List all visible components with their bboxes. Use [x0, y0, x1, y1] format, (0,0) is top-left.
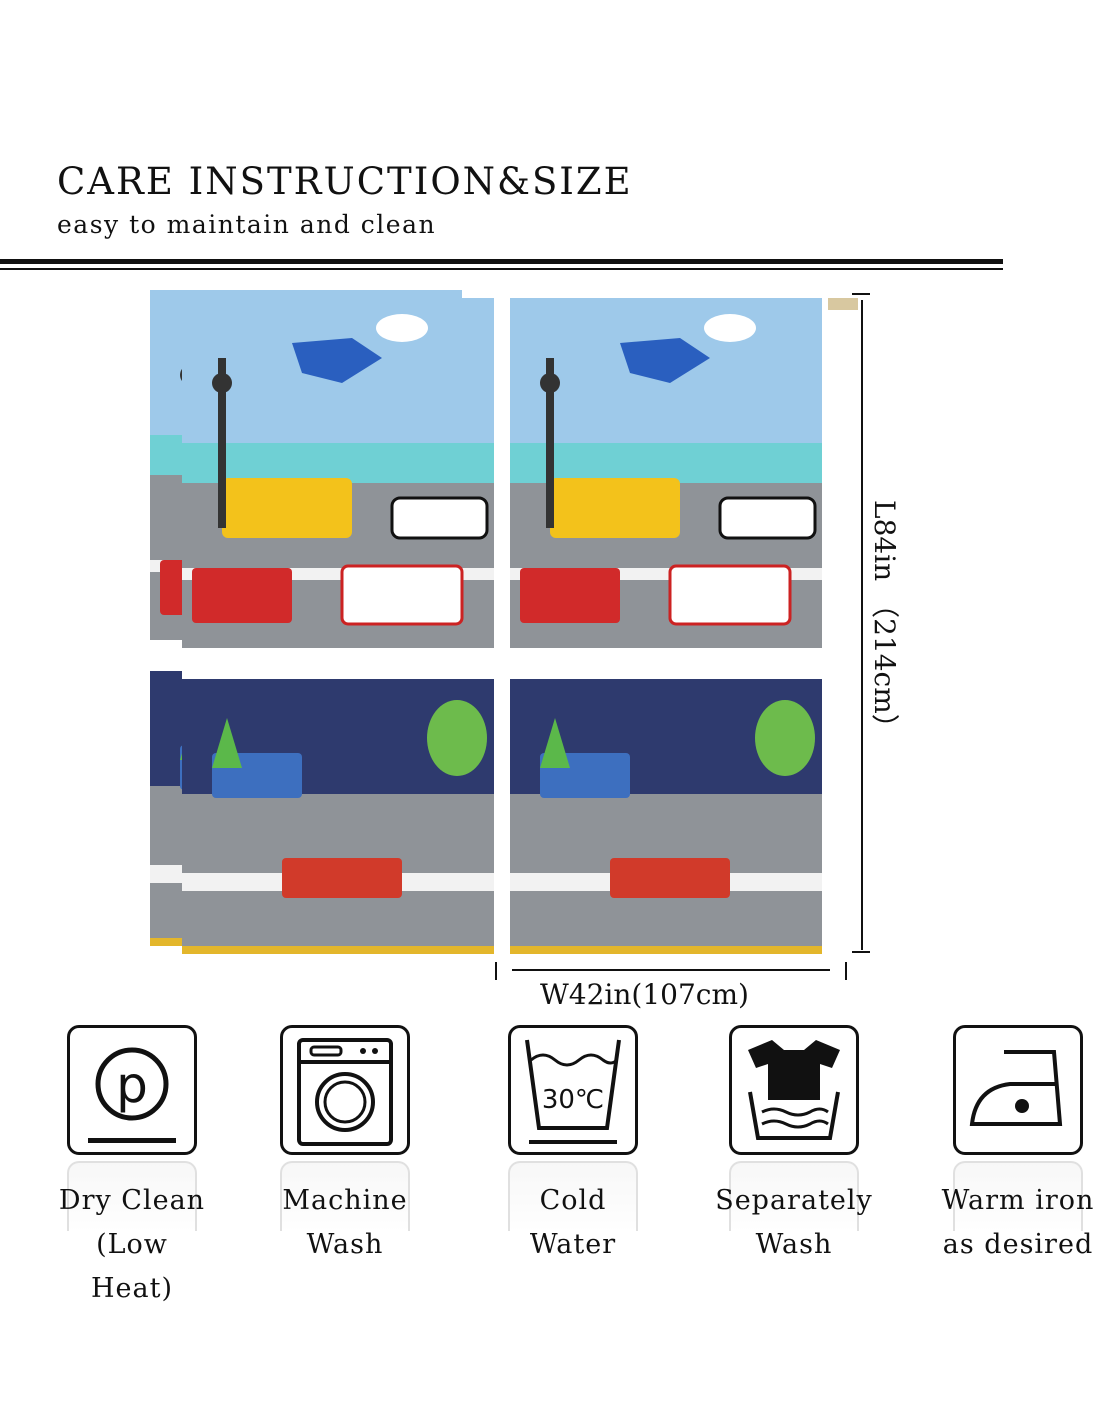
svg-text:p: p	[116, 1056, 148, 1114]
care-item-dry-clean: p Dry Clean (Low Heat)	[52, 1025, 212, 1304]
cold-water-reflection	[508, 1161, 638, 1231]
divider-thin	[0, 268, 1003, 270]
care-item-cold-water: 30℃ Cold Water	[493, 1025, 653, 1260]
divider-thick	[0, 259, 1003, 264]
care-item-warm-iron: Warm iron as desired	[938, 1025, 1098, 1260]
curtain-panels-illustration	[150, 290, 870, 980]
dry-clean-reflection	[67, 1161, 197, 1231]
length-dimension: L84in （214cm）	[868, 500, 910, 780]
warm-iron-reflection	[953, 1161, 1083, 1231]
separately-wash-icon	[729, 1025, 859, 1155]
care-label-line1: Machine	[282, 1185, 408, 1216]
care-label-line2: Wash	[306, 1229, 384, 1260]
temperature-badge: 30℃	[542, 1085, 604, 1115]
care-item-machine-wash: Machine Wash	[265, 1025, 425, 1260]
machine-wash-icon	[280, 1025, 410, 1155]
care-label-line2: as desired	[942, 1229, 1094, 1260]
dry-clean-icon: p	[67, 1025, 197, 1155]
care-label-line1: Cold	[539, 1185, 607, 1216]
cold-water-icon: 30℃	[508, 1025, 638, 1155]
length-dimension-label: L84in （214cm）	[868, 500, 901, 742]
machine-wash-reflection	[280, 1161, 410, 1231]
care-label-line1: Dry Clean	[58, 1185, 206, 1216]
separately-wash-reflection	[729, 1161, 859, 1231]
page-title: CARE INSTRUCTION&SIZE	[57, 160, 633, 203]
care-label-line1: Separately	[715, 1185, 873, 1216]
care-label-line2: Water	[529, 1229, 617, 1260]
care-label-line2: Wash	[755, 1229, 833, 1260]
care-item-separately-wash: Separately Wash	[714, 1025, 874, 1260]
page-subtitle: easy to maintain and clean	[57, 210, 437, 239]
warm-iron-icon	[953, 1025, 1083, 1155]
width-dimension-label: W42in(107cm)	[540, 978, 749, 1011]
care-label-line2: (Low Heat)	[90, 1229, 173, 1304]
care-label-line1: Warm iron	[941, 1185, 1095, 1216]
